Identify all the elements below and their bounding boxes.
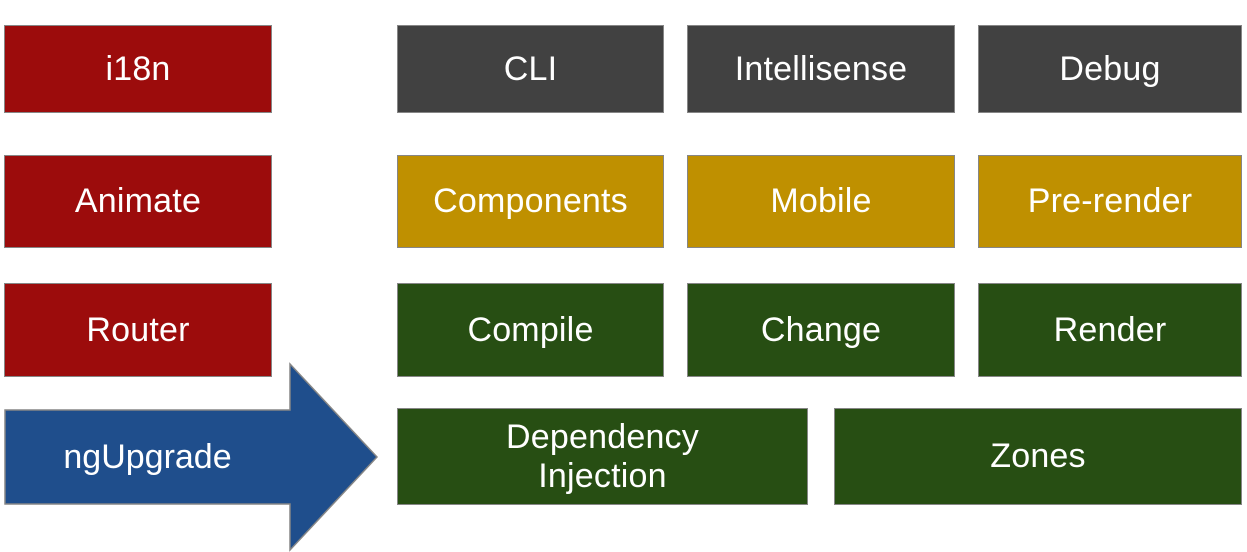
box-router[interactable]: Router [4,283,272,377]
box-components[interactable]: Components [397,155,664,248]
box-render[interactable]: Render [978,283,1242,377]
right-arrow-icon [4,362,379,552]
box-mobile[interactable]: Mobile [687,155,955,248]
box-pre-render[interactable]: Pre-render [978,155,1242,248]
ngupgrade-arrow[interactable] [0,360,384,552]
box-cli[interactable]: CLI [397,25,664,113]
box-dependency-injection[interactable]: Dependency Injection [397,408,808,505]
box-intellisense[interactable]: Intellisense [687,25,955,113]
box-change[interactable]: Change [687,283,955,377]
box-animate[interactable]: Animate [4,155,272,248]
box-i18n[interactable]: i18n [4,25,272,113]
box-debug[interactable]: Debug [978,25,1242,113]
box-zones[interactable]: Zones [834,408,1242,505]
box-compile[interactable]: Compile [397,283,664,377]
